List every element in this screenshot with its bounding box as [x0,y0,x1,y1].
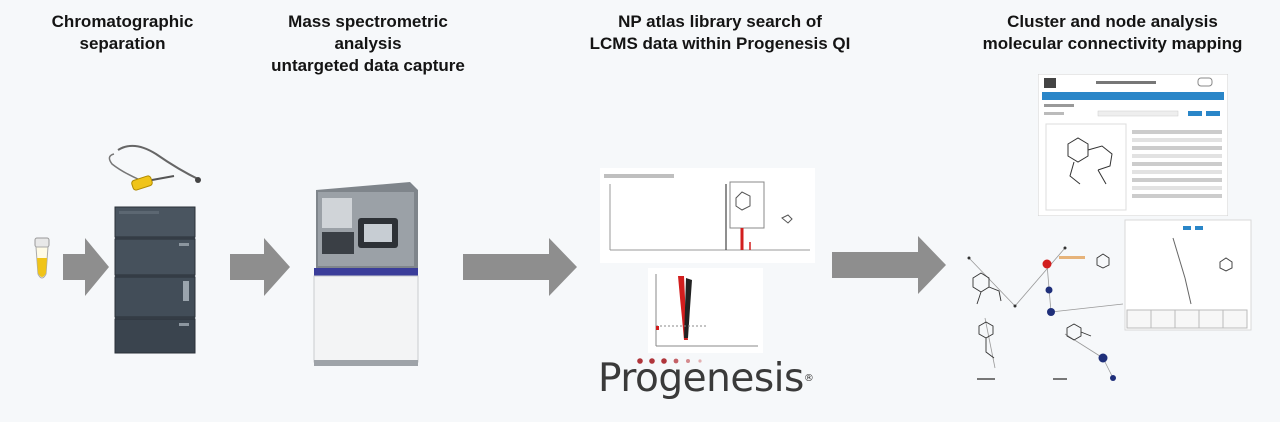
title-line: separation [79,34,166,53]
registered-mark: ® [803,373,814,384]
flow-arrow-icon [832,236,946,294]
title-line: Chromatographic [51,12,194,31]
title-line: NP atlas library search of [618,12,822,31]
logo-text: Progenesis [598,356,804,401]
title-line: molecular connectivity mapping [982,34,1243,53]
step2-title: Mass spectrometric analysis untargeted d… [238,11,498,77]
title-line: untargeted data capture [271,56,465,75]
np-atlas-webpage-image [1038,74,1228,216]
flow-arrow-icon [63,238,109,296]
title-line: LCMS data within Progenesis QI [589,34,851,53]
molecular-network-image [967,219,1252,381]
step3-title: NP atlas library search of LCMS data wit… [555,11,885,55]
title-line: Cluster and node analysis [1007,12,1218,31]
plot-inset-image [648,268,763,353]
logo-dots-icon [637,358,702,364]
flow-arrow-icon [230,238,290,296]
sample-vial-icon [34,237,50,279]
uplc-instrument-image [114,206,196,354]
title-line: analysis [334,34,402,53]
flow-arrow-icon [463,238,577,296]
spectrum-plot-image [600,168,815,263]
title-line: Mass spectrometric [288,12,448,31]
step1-title: Chromatographic separation [30,11,215,55]
lc-column-tubing-icon [108,144,201,191]
progenesis-logo: Progenesis® [598,356,814,401]
mass-spectrometer-image [313,182,419,366]
step4-title: Cluster and node analysis molecular conn… [950,11,1275,55]
